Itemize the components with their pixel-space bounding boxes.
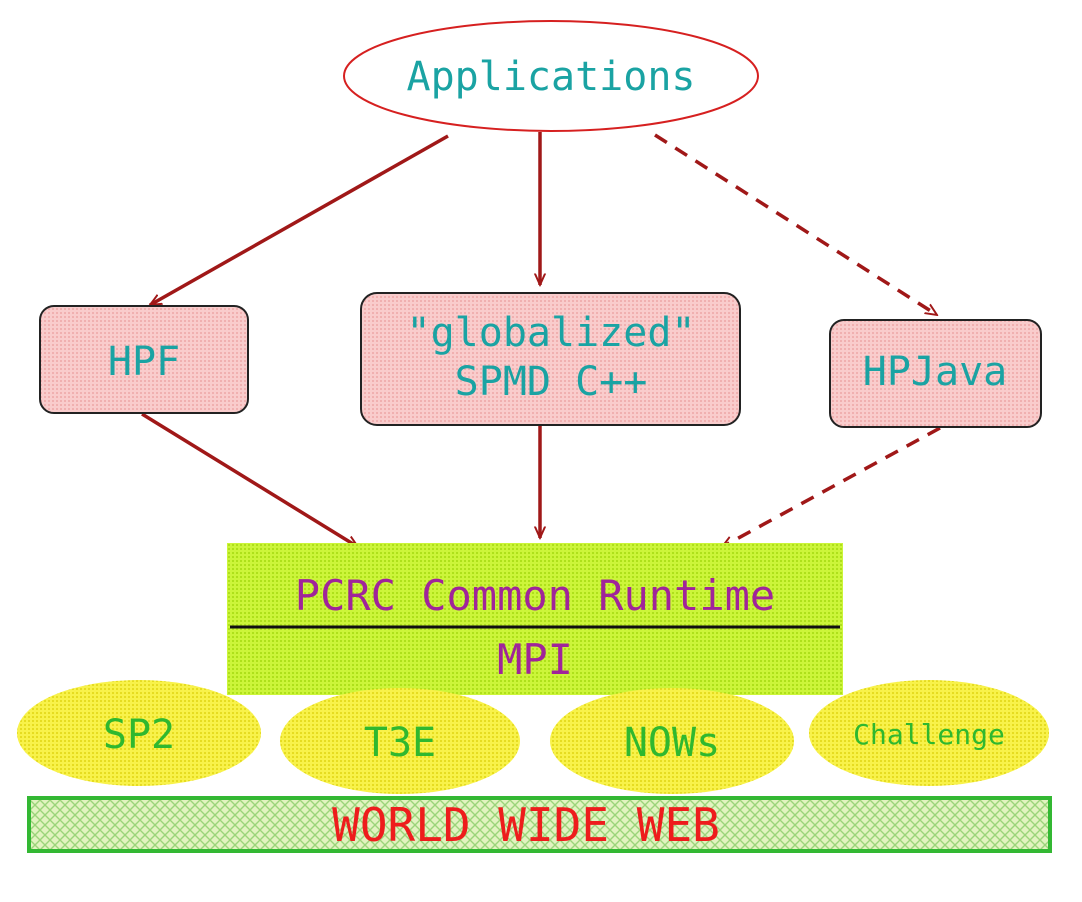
spmd-label-line2: SPMD C++ <box>455 359 648 405</box>
sp2-label: SP2 <box>103 712 175 758</box>
challenge-label: Challenge <box>853 718 1005 751</box>
runtime-block: PCRC Common Runtime MPI <box>227 543 843 695</box>
platform-challenge: Challenge <box>809 680 1049 786</box>
platform-sp2: SP2 <box>17 680 261 786</box>
arrow-hpjava-to-runtime <box>722 426 941 549</box>
mpi-label: MPI <box>497 635 573 684</box>
arrows <box>141 132 941 549</box>
world-wide-web-bar: WORLD WIDE WEB <box>27 796 1052 853</box>
language-box-hpjava: HPJava <box>829 319 1042 428</box>
nows-label: NOWs <box>624 720 720 766</box>
hpf-label: HPF <box>108 339 180 385</box>
hpjava-label: HPJava <box>863 349 1008 395</box>
t3e-label: T3E <box>364 720 436 766</box>
spmd-label-line1: "globalized" <box>407 310 696 356</box>
arrow-applications-to-hpf <box>150 134 449 307</box>
runtime-label: PCRC Common Runtime <box>295 571 775 620</box>
language-box-spmd-cpp: "globalized" SPMD C++ <box>360 292 741 426</box>
arrow-applications-to-hpjava <box>654 133 937 317</box>
world-wide-web-label: WORLD WIDE WEB <box>332 798 720 852</box>
platform-nows: NOWs <box>550 688 794 794</box>
applications-label: Applications <box>407 54 696 100</box>
applications-node: Applications <box>343 20 759 132</box>
platform-t3e: T3E <box>280 688 520 794</box>
arrow-hpf-to-runtime <box>141 412 358 549</box>
language-box-hpf: HPF <box>39 305 249 414</box>
